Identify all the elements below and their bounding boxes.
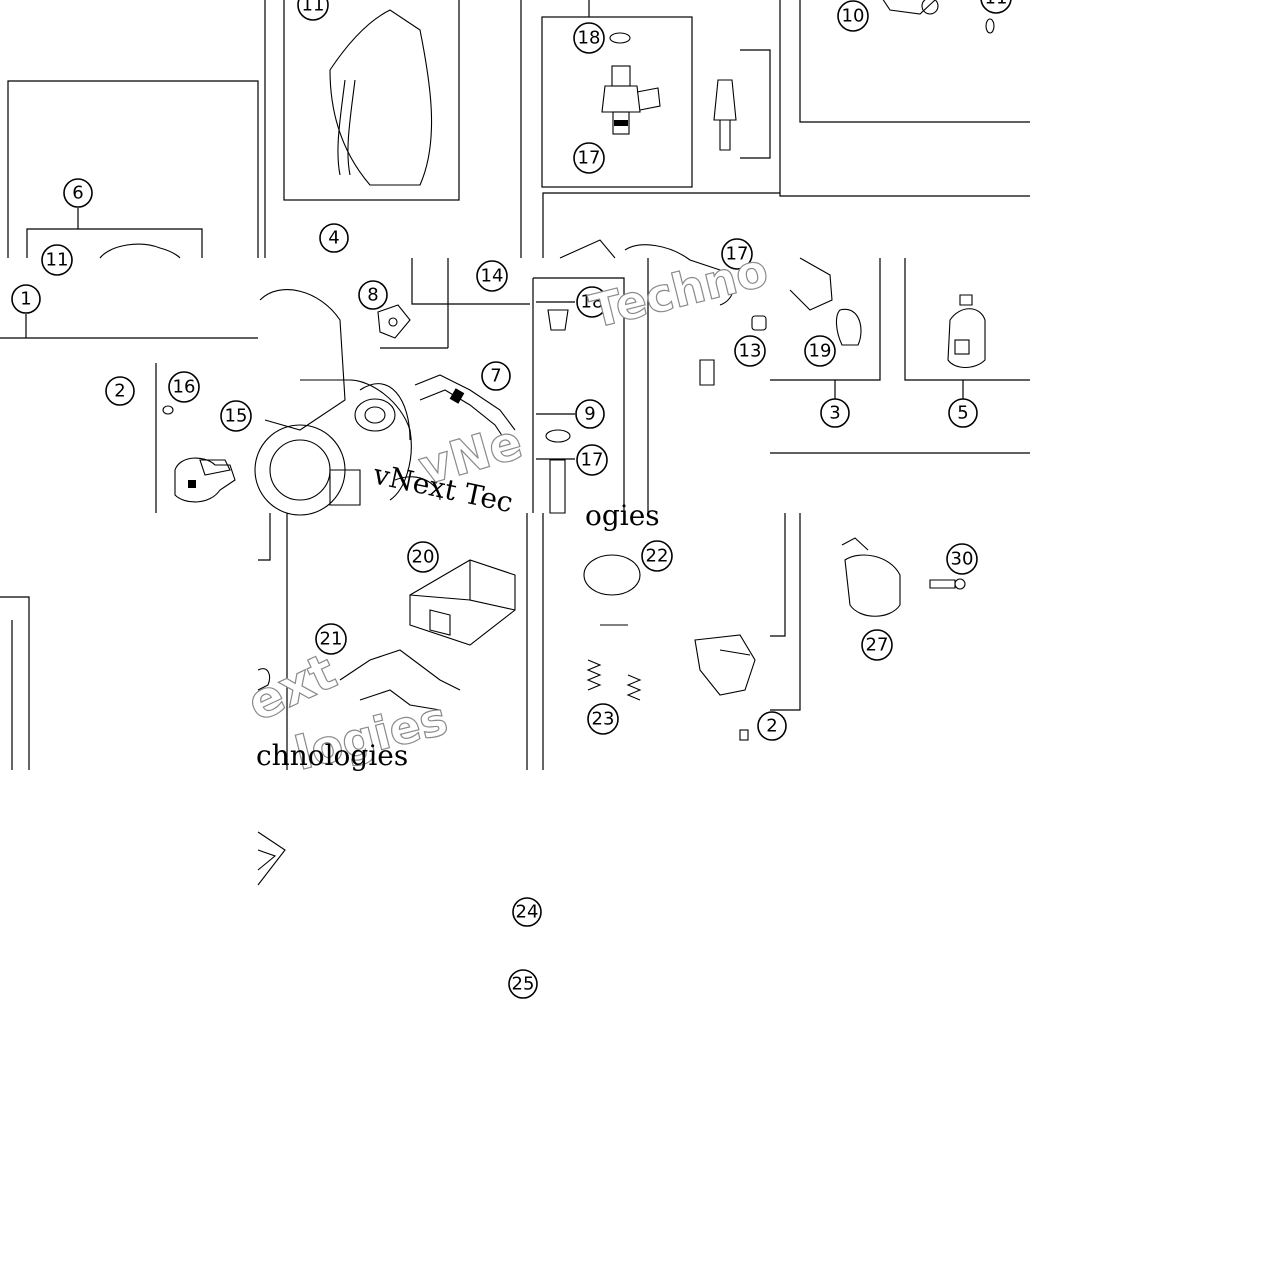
svg-text:17: 17 (578, 148, 601, 169)
svg-text:17: 17 (726, 244, 749, 265)
diagram-frames (0, 0, 1030, 770)
svg-text:5: 5 (957, 403, 968, 424)
svg-text:11: 11 (46, 250, 69, 271)
svg-text:27: 27 (866, 635, 889, 656)
callout-7: 7 (481, 361, 511, 391)
callout-17-injector: 17 (573, 142, 605, 174)
svg-text:3: 3 (829, 403, 840, 424)
callout-1: 1 (11, 284, 41, 314)
svg-text:10: 10 (842, 6, 865, 27)
callout-20: 20 (407, 541, 439, 573)
svg-text:13: 13 (739, 341, 762, 362)
callout-labels: 1 2 3 4 5 6 7 8 9 10 11 11 11 13 14 15 1… (11, 0, 1012, 999)
callout-8: 8 (358, 280, 388, 310)
callout-13: 13 (734, 335, 766, 367)
callout-21: 21 (315, 623, 347, 655)
svg-text:18: 18 (578, 28, 601, 49)
callout-27: 27 (861, 629, 893, 661)
svg-text:19: 19 (809, 341, 832, 362)
svg-text:11: 11 (985, 0, 1008, 9)
svg-text:20: 20 (412, 547, 435, 568)
callout-25: 25 (508, 969, 538, 999)
svg-text:16: 16 (173, 377, 196, 398)
callout-22: 22 (641, 540, 673, 572)
callout-2: 2 (105, 376, 135, 406)
svg-text:18: 18 (581, 292, 604, 313)
svg-text:8: 8 (367, 285, 378, 306)
callout-10: 10 (837, 0, 869, 32)
callout-11-left: 11 (41, 244, 73, 276)
svg-text:2: 2 (766, 716, 777, 737)
callout-30: 30 (946, 543, 978, 575)
callout-14: 14 (476, 260, 508, 292)
callout-24: 24 (512, 897, 542, 927)
callout-17-pump: 17 (721, 238, 753, 270)
callout-9: 9 (575, 399, 605, 429)
svg-text:11: 11 (302, 0, 325, 16)
callout-5: 5 (948, 398, 978, 428)
part-drawings (99, 0, 995, 886)
watermark-ogies: ogies (585, 499, 660, 532)
callout-3: 3 (820, 398, 850, 428)
callout-11-top: 11 (297, 0, 329, 21)
watermarks: Techno vNext Tec ogies ext logies chnolo… (238, 242, 774, 781)
callout-2x-partial: 2 (757, 711, 787, 741)
svg-text:17: 17 (581, 450, 604, 471)
svg-text:9: 9 (584, 404, 595, 425)
callout-4: 4 (319, 223, 349, 253)
svg-text:21: 21 (320, 629, 343, 650)
svg-text:6: 6 (72, 183, 83, 204)
callout-16: 16 (168, 371, 200, 403)
svg-text:1: 1 (20, 289, 31, 310)
callout-17-center: 17 (576, 444, 608, 476)
callout-6: 6 (63, 178, 93, 208)
watermark-techno: Techno (585, 243, 774, 339)
callout-11-right: 11 (980, 0, 1012, 14)
watermark-chnologies: chnologies (256, 739, 408, 772)
svg-text:14: 14 (481, 266, 504, 287)
svg-text:15: 15 (225, 406, 248, 427)
svg-text:7: 7 (490, 366, 501, 387)
svg-text:24: 24 (516, 902, 539, 923)
svg-text:2: 2 (114, 381, 125, 402)
callout-18-center: 18 (576, 286, 608, 318)
callout-23: 23 (587, 703, 619, 735)
callout-18-top: 18 (573, 22, 605, 54)
leader-lines (25, 0, 964, 460)
svg-text:23: 23 (592, 709, 615, 730)
svg-text:30: 30 (951, 549, 974, 570)
callout-19: 19 (804, 335, 836, 367)
svg-text:4: 4 (328, 228, 339, 249)
svg-text:22: 22 (646, 546, 669, 567)
watermark-vne: vNe (413, 414, 528, 497)
svg-text:25: 25 (512, 974, 535, 995)
callout-15: 15 (220, 400, 252, 432)
